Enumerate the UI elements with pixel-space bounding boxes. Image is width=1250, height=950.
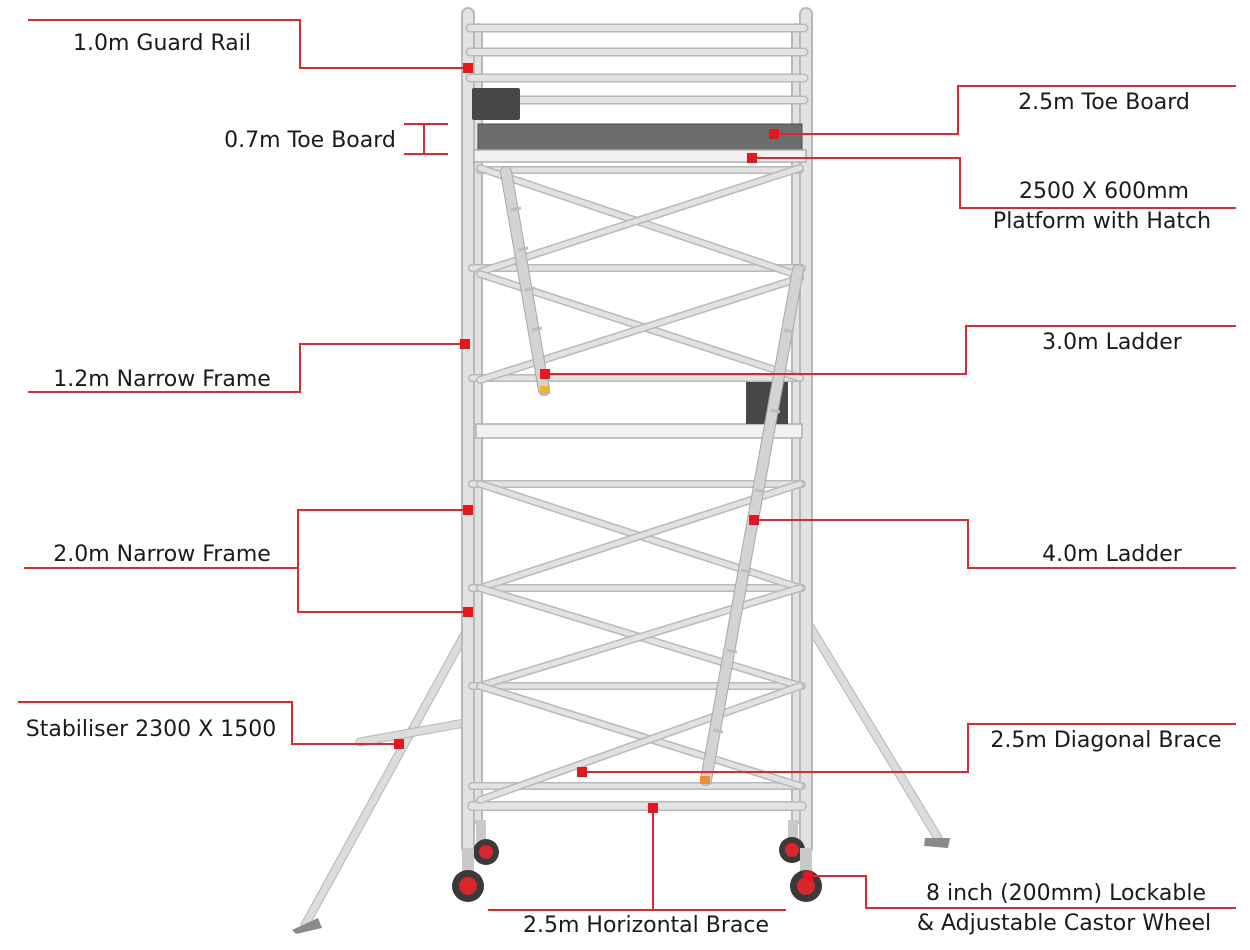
callout-guard-rail: 1.0m Guard Rail	[28, 19, 473, 73]
platform-assembly	[472, 88, 807, 174]
label-narrow-frame-12: 1.2m Narrow Frame	[53, 367, 271, 392]
callout-narrow-frame-20: 2.0m Narrow Frame	[24, 505, 473, 617]
label-stabiliser: Stabiliser 2300 X 1500	[26, 717, 276, 742]
callout-ladder-3m: 3.0m Ladder	[540, 325, 1236, 379]
callout-toe-board-large: 2.5m Toe Board	[769, 85, 1236, 139]
castor-wheel-back-left	[473, 820, 499, 865]
stabiliser-left	[292, 627, 475, 934]
guard-rails	[465, 23, 809, 105]
label-ladder-3m: 3.0m Ladder	[1042, 330, 1183, 355]
label-diagonal-brace: 2.5m Diagonal Brace	[990, 728, 1221, 753]
callout-toe-board-small: 0.7m Toe Board	[224, 123, 448, 155]
castor-wheel-front-left	[452, 848, 484, 902]
label-castor-line1: 8 inch (200mm) Lockable	[926, 881, 1206, 906]
label-toe-board-large: 2.5m Toe Board	[1018, 90, 1190, 115]
mid-platform	[475, 380, 803, 439]
callouts: 1.0m Guard Rail 0.7m Toe Board 2.5m Toe …	[18, 19, 1236, 938]
callout-diagonal-brace: 2.5m Diagonal Brace	[577, 723, 1236, 777]
label-horizontal-brace: 2.5m Horizontal Brace	[523, 913, 769, 938]
callout-horizontal-brace: 2.5m Horizontal Brace	[488, 803, 786, 938]
label-guard-rail: 1.0m Guard Rail	[73, 31, 251, 56]
callout-stabiliser: Stabiliser 2300 X 1500	[18, 701, 404, 749]
callout-ladder-4m: 4.0m Ladder	[749, 515, 1236, 569]
label-ladder-4m: 4.0m Ladder	[1042, 542, 1183, 567]
castor-wheels	[452, 820, 822, 902]
stabiliser-right	[801, 615, 950, 848]
castor-wheel-front-right	[790, 848, 822, 902]
callout-platform: 2500 X 600mm Platform with Hatch	[747, 153, 1236, 234]
frame-rungs	[467, 264, 807, 811]
label-narrow-frame-20: 2.0m Narrow Frame	[53, 542, 271, 567]
label-platform-line1: 2500 X 600mm	[1019, 179, 1189, 204]
castor-wheel-back-right	[779, 820, 805, 863]
label-castor-line2: & Adjustable Castor Wheel	[917, 911, 1211, 936]
label-toe-board-small: 0.7m Toe Board	[224, 128, 396, 153]
callout-narrow-frame-12: 1.2m Narrow Frame	[28, 339, 470, 393]
diagonal-braces	[476, 164, 804, 804]
callout-castor-wheel: 8 inch (200mm) Lockable & Adjustable Cas…	[803, 871, 1236, 936]
ladder-upper	[500, 166, 550, 396]
label-platform-line2: Platform with Hatch	[993, 209, 1211, 234]
